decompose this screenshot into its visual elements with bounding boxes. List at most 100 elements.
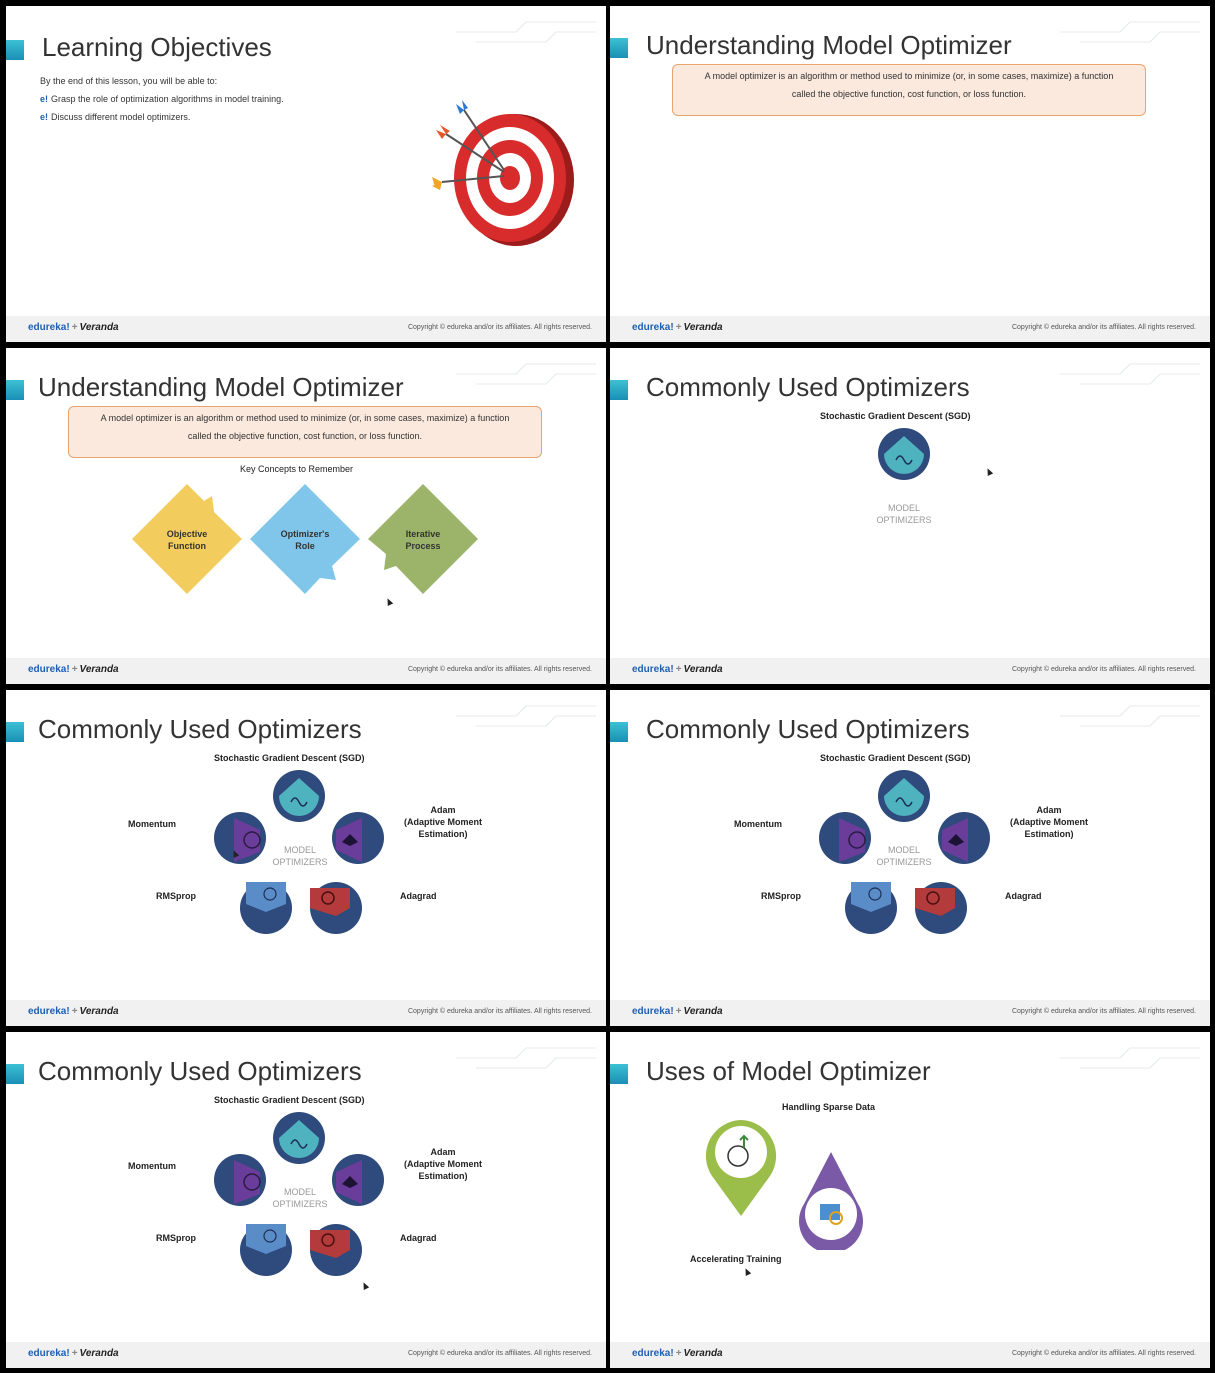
adagrad-icon xyxy=(310,1224,362,1276)
sgd-icon xyxy=(273,770,325,822)
circuit-decoration xyxy=(1060,363,1200,385)
rmsprop-icon xyxy=(845,882,897,934)
adagrad-icon xyxy=(310,882,362,934)
key-concepts-title: Key Concepts to Remember xyxy=(240,464,354,474)
slide-understanding-optimizer[interactable]: Understanding Model Optimizer A model op… xyxy=(610,6,1210,342)
slide-uses-of-optimizer[interactable]: Uses of Model Optimizer Handling Sparse … xyxy=(610,1032,1210,1368)
momentum-label: Momentum xyxy=(128,1161,176,1171)
circuit-decoration xyxy=(456,1047,596,1069)
definition-box: A model optimizer is an algorithm or met… xyxy=(68,406,542,458)
slide-title: Commonly Used Optimizers xyxy=(646,372,970,402)
adagrad-icon xyxy=(915,882,967,934)
circuit-decoration xyxy=(1060,1047,1200,1069)
footer: edureka!+Veranda Copyright © edureka and… xyxy=(610,1000,1210,1026)
bullet-marker: e! xyxy=(40,94,49,104)
slide-key-concepts[interactable]: Understanding Model Optimizer A model op… xyxy=(6,348,606,684)
adam-icon xyxy=(332,812,384,864)
brand-logo: edureka!+Veranda xyxy=(632,664,723,675)
sgd-label: Stochastic Gradient Descent (SGD) xyxy=(214,1095,365,1105)
sgd-label: Stochastic Gradient Descent (SGD) xyxy=(214,753,365,763)
slide-optimizers-sgd[interactable]: Commonly Used Optimizers Stochastic Grad… xyxy=(610,348,1210,684)
copyright-text: Copyright © edureka and/or its affiliate… xyxy=(407,324,592,331)
circuit-decoration xyxy=(456,363,596,385)
title-accent-bar xyxy=(6,722,24,742)
brand-logo: edureka!+Veranda xyxy=(28,664,119,675)
slide-title: Understanding Model Optimizer xyxy=(646,30,1012,60)
definition-box: A model optimizer is an algorithm or met… xyxy=(672,64,1146,116)
slide-learning-objectives[interactable]: Learning Objectives By the end of this l… xyxy=(6,6,606,342)
map-pin-icon xyxy=(705,1120,777,1216)
slide-title: Commonly Used Optimizers xyxy=(646,714,970,744)
brand-logo: edureka!+Veranda xyxy=(632,1348,723,1359)
title-accent-bar xyxy=(610,38,628,58)
sgd-label: Stochastic Gradient Descent (SGD) xyxy=(820,411,971,421)
intro-text: By the end of this lesson, you will be a… xyxy=(40,76,218,86)
copyright-text: Copyright © edureka and/or its affiliate… xyxy=(1011,1008,1196,1015)
brand-logo: edureka!+Veranda xyxy=(28,1348,119,1359)
slide-optimizers-full[interactable]: Commonly Used Optimizers Stochastic Grad… xyxy=(610,690,1210,1026)
slide-title: Uses of Model Optimizer xyxy=(646,1056,931,1086)
bullet-marker: e! xyxy=(40,112,49,122)
slide-title: Commonly Used Optimizers xyxy=(38,714,362,744)
footer: edureka!+Veranda Copyright © edureka and… xyxy=(6,658,606,684)
sgd-icon xyxy=(273,1112,325,1164)
puzzle-diamond-shape xyxy=(132,484,242,594)
rmsprop-label: RMSprop xyxy=(761,891,801,901)
mouse-cursor xyxy=(984,467,994,476)
slide-optimizers-full[interactable]: Commonly Used Optimizers Stochastic Grad… xyxy=(6,1032,606,1368)
rmsprop-label: RMSprop xyxy=(156,1233,196,1243)
objective-item: e!Grasp the role of optimization algorit… xyxy=(40,94,284,104)
sgd-icon xyxy=(878,428,930,480)
slide-title: Learning Objectives xyxy=(42,32,272,62)
circuit-decoration xyxy=(456,21,596,43)
momentum-label: Momentum xyxy=(734,819,782,829)
rmsprop-icon xyxy=(240,1224,292,1276)
momentum-icon xyxy=(214,812,266,864)
use-accelerating-training-label: Accelerating Training xyxy=(690,1254,782,1264)
title-accent-bar xyxy=(6,380,24,400)
objective-text: Grasp the role of optimization algorithm… xyxy=(51,94,284,104)
definition-line: called the objective function, cost func… xyxy=(791,89,1027,99)
adagrad-label: Adagrad xyxy=(1005,891,1042,901)
adagrad-label: Adagrad xyxy=(400,891,437,901)
copyright-text: Copyright © edureka and/or its affiliate… xyxy=(1011,1350,1196,1357)
circuit-decoration xyxy=(1060,705,1200,727)
mouse-cursor xyxy=(360,1281,370,1290)
footer: edureka!+Veranda Copyright © edureka and… xyxy=(6,316,606,342)
brand-logo: edureka!+Veranda xyxy=(28,1006,119,1017)
brand-logo: edureka!+Veranda xyxy=(632,1006,723,1017)
title-accent-bar xyxy=(6,40,24,60)
circuit-decoration xyxy=(456,705,596,727)
mouse-cursor xyxy=(384,597,394,606)
rmsprop-label: RMSprop xyxy=(156,891,196,901)
copyright-text: Copyright © edureka and/or its affiliate… xyxy=(1011,666,1196,673)
slide-optimizers-full[interactable]: Commonly Used Optimizers Stochastic Grad… xyxy=(6,690,606,1026)
title-accent-bar xyxy=(610,722,628,742)
dartboard-icon xyxy=(432,100,574,246)
rmsprop-icon xyxy=(240,882,292,934)
definition-line: called the objective function, cost func… xyxy=(187,431,423,441)
adam-icon xyxy=(332,1154,384,1206)
slide-title: Understanding Model Optimizer xyxy=(38,372,404,402)
brand-logo: edureka!+Veranda xyxy=(632,322,723,333)
footer: edureka!+Veranda Copyright © edureka and… xyxy=(6,1342,606,1368)
mouse-cursor xyxy=(742,1267,752,1276)
momentum-icon xyxy=(214,1154,266,1206)
title-accent-bar xyxy=(610,380,628,400)
copyright-text: Copyright © edureka and/or its affiliate… xyxy=(407,1350,592,1357)
objective-text: Discuss different model optimizers. xyxy=(51,112,191,122)
copyright-text: Copyright © edureka and/or its affiliate… xyxy=(407,666,592,673)
definition-line: A model optimizer is an algorithm or met… xyxy=(100,413,510,423)
slide-title: Commonly Used Optimizers xyxy=(38,1056,362,1086)
objective-item: e!Discuss different model optimizers. xyxy=(40,112,190,122)
